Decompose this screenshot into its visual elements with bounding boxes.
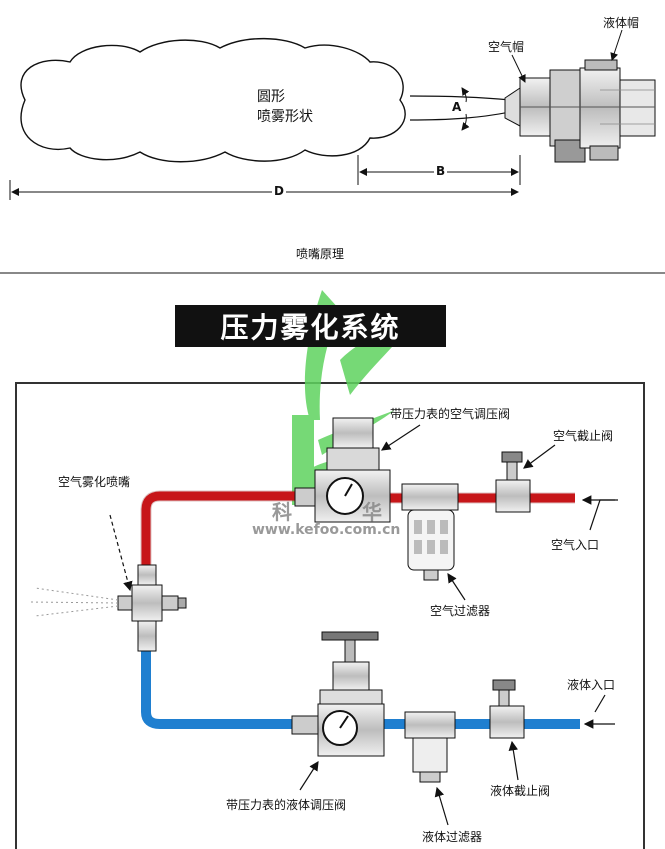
system-frame xyxy=(15,382,645,849)
label-dim-b: B xyxy=(434,164,448,178)
label-liquid-shutoff: 液体截止阀 xyxy=(490,784,551,798)
spray-cone-lower xyxy=(409,111,511,121)
spray-cloud-shape xyxy=(20,37,406,163)
label-liquid-regulator: 带压力表的液体调压阀 xyxy=(226,798,347,812)
label-air-cap: 空气帽 xyxy=(488,40,525,54)
watermark-url: www.kefoo.com.cn xyxy=(252,522,401,538)
angle-a-arc-bottom xyxy=(461,113,470,131)
label-liquid-filter: 液体过滤器 xyxy=(422,830,483,844)
spray-mist xyxy=(29,587,119,617)
angle-a-arc-top xyxy=(461,87,470,103)
watermark-brand: 科 xyxy=(272,500,292,524)
nozzle-head-illustration xyxy=(504,59,656,163)
label-dim-a: A xyxy=(452,100,462,114)
label-liquid-inlet: 液体入口 xyxy=(567,678,616,692)
air-regulator-component xyxy=(294,417,391,523)
system-title: 压力雾化系统 xyxy=(175,305,446,347)
label-nozzle: 空气雾化喷嘴 xyxy=(58,475,131,489)
liquid-filter-component xyxy=(404,711,456,783)
label-dim-d: D xyxy=(272,184,286,198)
air-line xyxy=(141,491,575,565)
label-air-filter: 空气过滤器 xyxy=(430,604,491,618)
air-shutoff-valve xyxy=(495,451,531,513)
liquid-shutoff-valve xyxy=(489,679,525,739)
label-liquid-cap: 液体帽 xyxy=(603,16,640,30)
label-air-inlet: 空气入口 xyxy=(551,538,600,552)
spray-cone-upper xyxy=(409,95,511,101)
watermark-brand-2: 华 xyxy=(362,500,382,524)
liquid-regulator-component xyxy=(291,631,385,757)
air-filter-component xyxy=(401,483,459,581)
label-spray-shape-2: 喷雾形状 xyxy=(257,109,313,125)
liquid-line xyxy=(141,650,580,729)
caption-nozzle-principle: 喷嘴原理 xyxy=(296,247,345,261)
label-spray-shape-1: 圆形 xyxy=(257,89,285,105)
nozzle-assembly xyxy=(117,564,187,652)
label-air-regulator: 带压力表的空气调压阀 xyxy=(390,407,511,421)
label-air-shutoff: 空气截止阀 xyxy=(553,429,614,443)
